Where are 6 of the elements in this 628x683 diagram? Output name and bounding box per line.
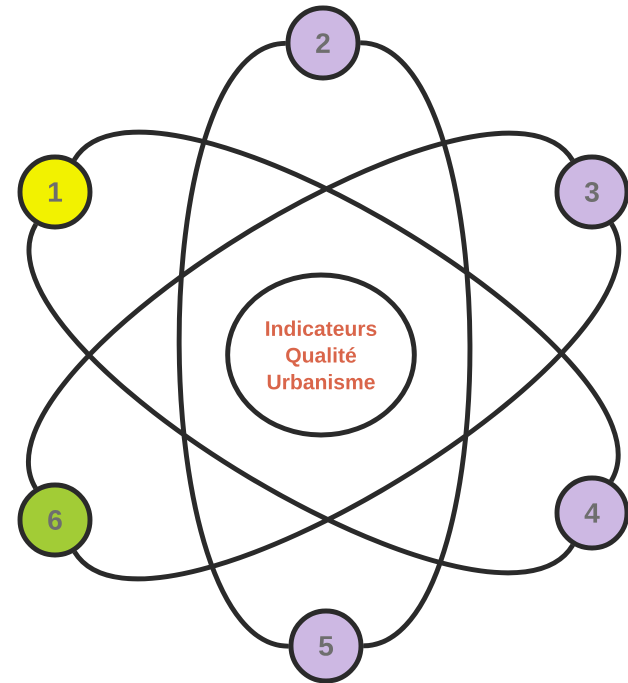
orbit-arc — [28, 224, 574, 575]
orbit-arc — [176, 40, 290, 648]
orbit-arc — [72, 130, 620, 482]
orbit-arc — [27, 131, 574, 488]
orbit-arc — [360, 40, 472, 648]
orbit-arc — [73, 223, 620, 581]
